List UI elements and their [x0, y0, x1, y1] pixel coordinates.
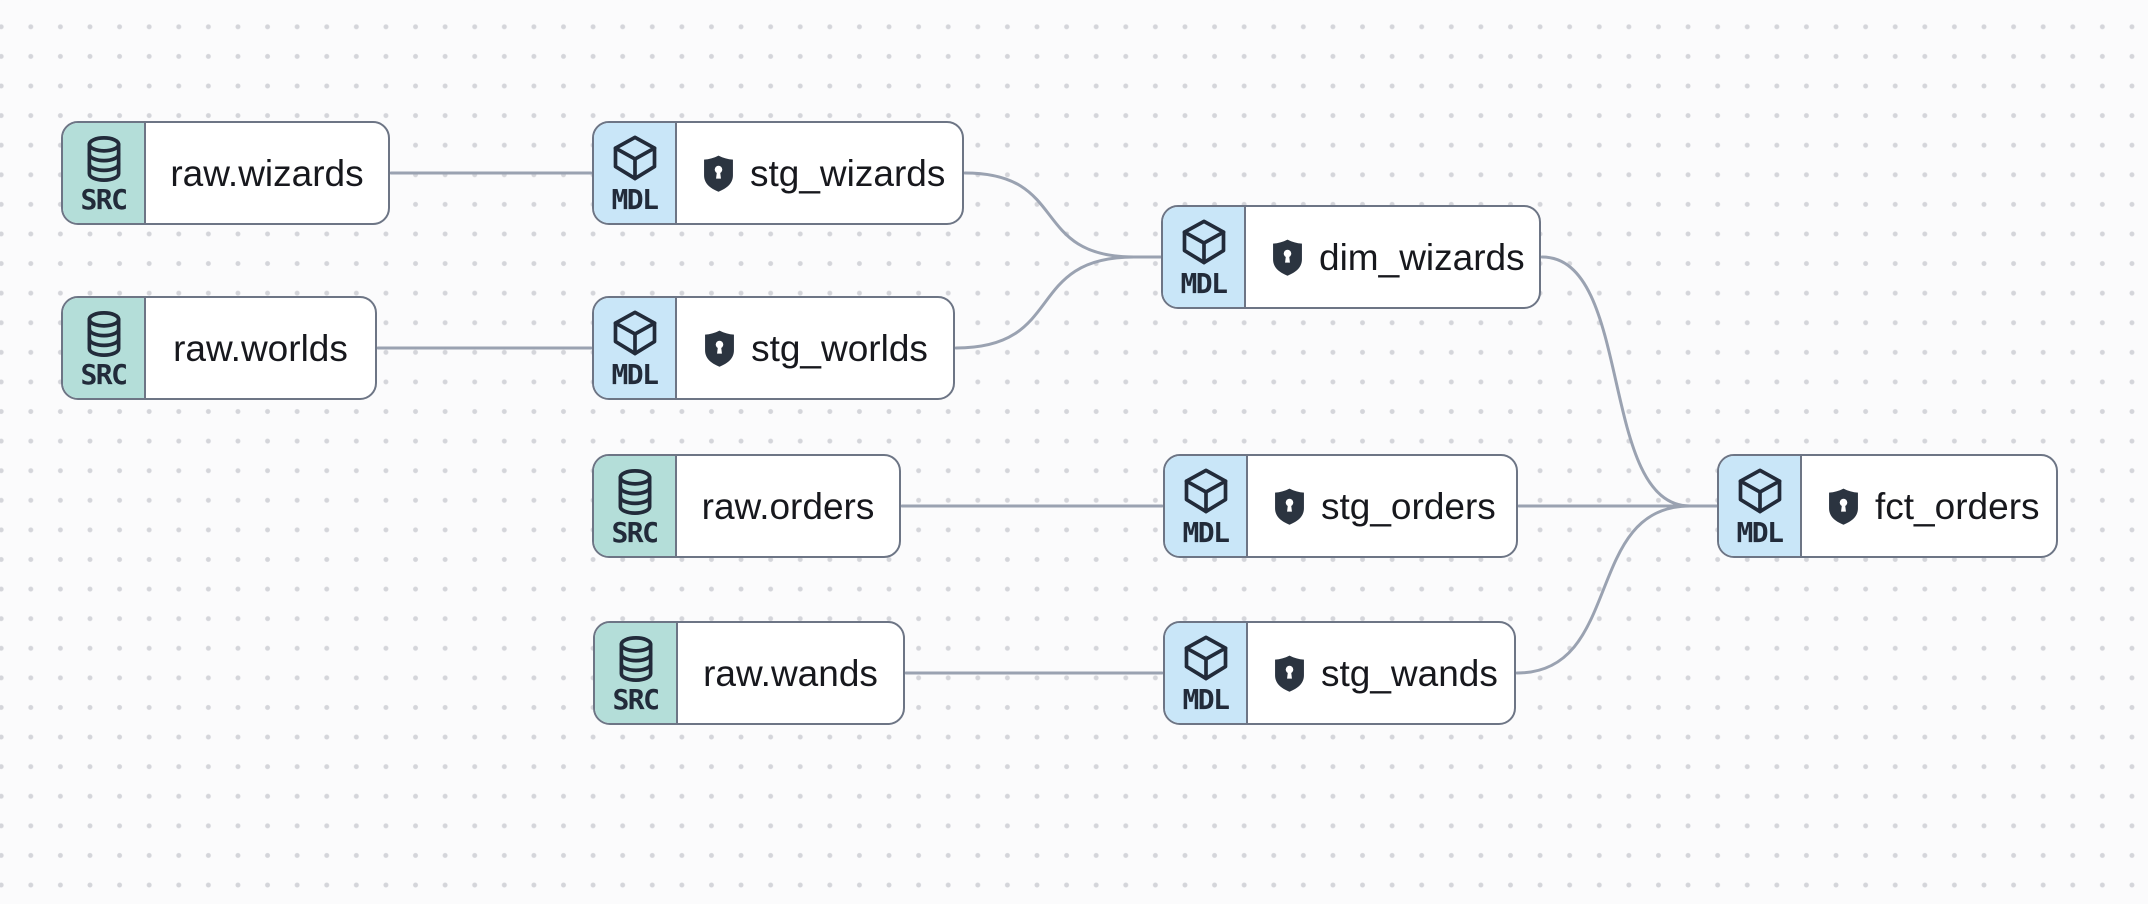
node-raw-worlds[interactable]: SRC raw.worlds [61, 296, 377, 400]
mdl-badge: MDL [594, 298, 677, 398]
edge-stg_wands-to-fct_orders [1515, 504, 1718, 675]
cube-icon [1182, 218, 1225, 264]
edge-stg_wizards-to-dim_wizards [963, 171, 1162, 259]
badge-label: MDL [1182, 515, 1230, 549]
node-body: dim_wizards [1246, 207, 1539, 307]
mdl-badge: MDL [1719, 456, 1802, 556]
src-badge: SRC [63, 298, 146, 398]
node-label: stg_wands [1321, 652, 1498, 694]
node-label: stg_orders [1321, 485, 1496, 527]
node-stg-orders[interactable]: MDL stg_orders [1163, 454, 1518, 558]
badge-label: SRC [80, 182, 128, 216]
shield-icon [705, 330, 734, 367]
cube-icon [1184, 467, 1227, 513]
src-badge: SRC [63, 123, 146, 223]
node-body: raw.wizards [146, 123, 388, 223]
node-body: raw.orders [677, 456, 899, 556]
mdl-badge: MDL [1165, 456, 1248, 556]
node-label: raw.wands [703, 652, 878, 694]
database-icon [87, 310, 120, 357]
cube-icon [1738, 467, 1781, 513]
node-raw-orders[interactable]: SRC raw.orders [592, 454, 901, 558]
badge-label: MDL [1180, 266, 1228, 300]
src-badge: SRC [595, 623, 678, 723]
badge-label: MDL [611, 357, 659, 391]
shield-icon [704, 155, 733, 192]
node-label: dim_wizards [1319, 236, 1525, 278]
src-badge: SRC [594, 456, 677, 556]
node-raw-wizards[interactable]: SRC raw.wizards [61, 121, 390, 225]
mdl-badge: MDL [1165, 623, 1248, 723]
mdl-badge: MDL [594, 123, 677, 223]
node-body: stg_wizards [677, 123, 962, 223]
badge-label: MDL [611, 182, 659, 216]
badge-label: SRC [612, 682, 660, 716]
node-stg-wizards[interactable]: MDL stg_wizards [592, 121, 964, 225]
badge-label: SRC [611, 515, 659, 549]
node-body: raw.worlds [146, 298, 375, 398]
node-body: fct_orders [1802, 456, 2056, 556]
node-body: stg_wands [1248, 623, 1514, 723]
badge-label: SRC [80, 357, 128, 391]
node-body: stg_worlds [677, 298, 953, 398]
cube-icon [613, 309, 656, 355]
edge-dim_wizards-to-fct_orders [1540, 255, 1718, 508]
shield-icon [1275, 488, 1304, 525]
node-stg-worlds[interactable]: MDL stg_worlds [592, 296, 955, 400]
node-label: raw.worlds [173, 327, 348, 369]
database-icon [87, 135, 120, 182]
node-fct-orders[interactable]: MDL fct_orders [1717, 454, 2058, 558]
cube-icon [613, 134, 656, 180]
node-label: raw.orders [701, 485, 875, 527]
shield-icon [1829, 488, 1858, 525]
node-label: fct_orders [1875, 485, 2040, 527]
badge-label: MDL [1182, 682, 1230, 716]
edge-stg_worlds-to-dim_wizards [954, 255, 1162, 350]
cube-icon [1184, 634, 1227, 680]
node-stg-wands[interactable]: MDL stg_wands [1163, 621, 1516, 725]
shield-icon [1275, 655, 1304, 692]
shield-icon [1273, 239, 1302, 276]
database-icon [618, 468, 651, 515]
node-body: raw.wands [678, 623, 903, 723]
database-icon [619, 635, 652, 682]
mdl-badge: MDL [1163, 207, 1246, 307]
node-label: stg_wizards [750, 152, 946, 194]
node-label: stg_worlds [751, 327, 928, 369]
badge-label: MDL [1736, 515, 1784, 549]
node-raw-wands[interactable]: SRC raw.wands [593, 621, 905, 725]
node-label: raw.wizards [170, 152, 364, 194]
node-body: stg_orders [1248, 456, 1516, 556]
node-dim-wizards[interactable]: MDL dim_wizards [1161, 205, 1541, 309]
